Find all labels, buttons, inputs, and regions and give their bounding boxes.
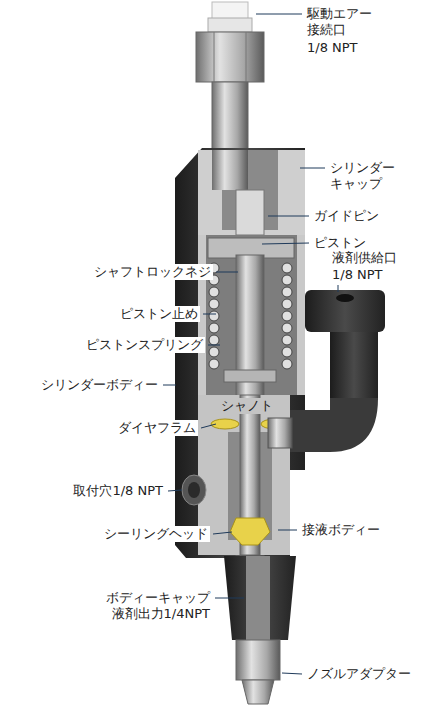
part-label: シリンダー キャップ [328,160,404,192]
leader-line [300,168,325,169]
spring-coil [209,323,219,333]
leader-line [213,532,232,534]
nozzle-adapter [236,640,280,680]
spring-coil [282,299,292,309]
leader-line [216,272,238,273]
leader-line [338,285,339,292]
spring-coil [282,287,292,297]
elbow-thread [268,418,292,448]
cap-section [198,150,305,235]
part-label: ダイヤフラム [116,420,198,436]
leader-line [168,490,182,491]
supply-nut [305,290,385,332]
part-label: ピストン止め [118,306,200,322]
mounting-hole [182,475,206,505]
hex-edge [246,32,247,82]
fitting-thread [212,82,248,152]
part-label: 液剤供給口 [330,250,399,266]
mounting-hole-inner [188,482,200,498]
spring-coil [282,275,292,285]
spring-coil [282,323,292,333]
cylinder-body [175,148,305,558]
spring-coil [209,311,219,321]
leader-line [163,385,176,386]
leader-line [278,530,297,531]
part-label: 接液ボディー [300,522,382,538]
piston-stop [224,370,276,382]
nozzle-tip [242,680,274,704]
hex-edge [214,32,215,82]
hex-nut [196,32,264,82]
push-fitting [212,2,248,20]
spring-coil [209,335,219,345]
part-label: シリンダーボディー [39,377,160,393]
part-label: 駆動エアー 接続口 [305,6,379,38]
leader-line [268,216,309,217]
leader-line [215,598,244,599]
part-label: ノズルアダプター [305,666,413,682]
elbow-pipe [330,332,378,400]
spring-coil [209,299,219,309]
part-label: ピストン [312,235,368,251]
leader-line [203,314,216,315]
guide-pin [236,190,264,235]
part-label: 取付穴1/8 NPT [71,483,165,499]
leader-line [256,14,302,15]
elbow [290,398,378,452]
fitting-collar [208,18,252,32]
spring-coil [282,263,292,273]
spring-coil [282,335,292,345]
spring-coil [209,359,219,369]
leader-line [208,345,220,346]
part-label: 1/8 NPT [305,40,360,56]
part-label: シャノト [219,398,275,414]
leader-line [201,424,216,428]
thread-end [212,150,248,190]
spring-coil [282,311,292,321]
cylinder-wall [297,235,305,395]
spring-coil [209,347,219,357]
leader-line [282,673,302,674]
part-label: ボディーキャップ 液剤出力1/4NPT [92,590,212,622]
sealing-head [230,518,270,545]
leader-line [262,243,309,244]
supply-port [336,294,354,302]
part-label: ガイドピン [312,208,381,224]
outlet-bore [246,556,270,640]
part-label: ピストンスプリング [84,337,205,353]
part-label: シーリングヘッド [102,526,210,542]
spring-coil [282,347,292,357]
part-label: シャフトロックネジ [92,264,213,280]
spring-coil [282,359,292,369]
spring-coil [209,287,219,297]
part-label: 1/8 NPT [330,267,385,283]
